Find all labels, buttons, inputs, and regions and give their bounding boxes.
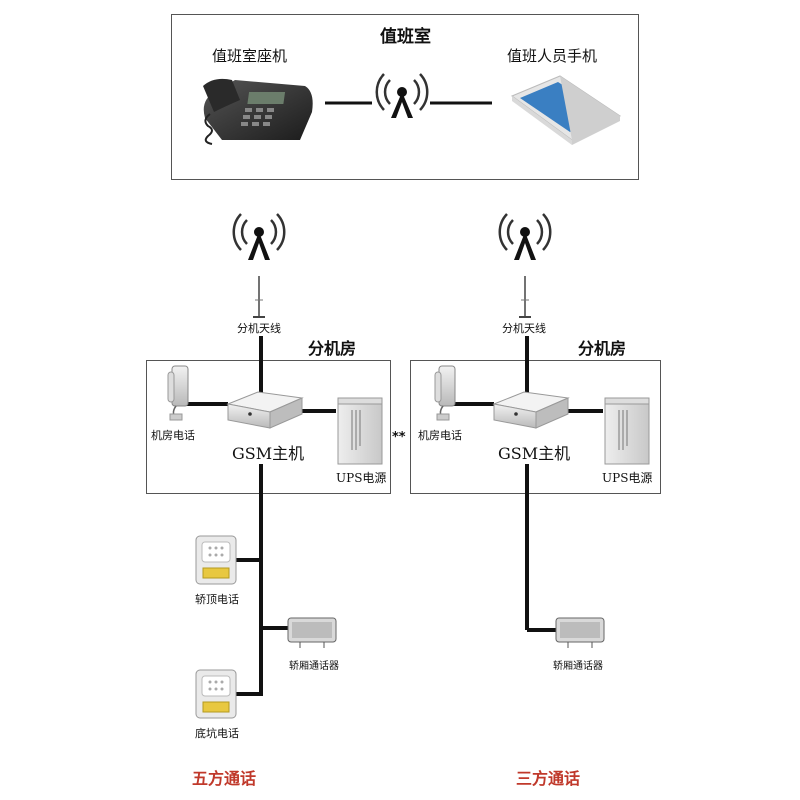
left-antenna-label: 分机天线 <box>237 322 281 335</box>
mobile-phone-icon <box>510 75 621 145</box>
right-car-intercom-icon <box>555 617 605 648</box>
duty-room-title: 值班室 <box>380 27 431 47</box>
left-car-intercom-label: 轿厢通话器 <box>289 661 339 672</box>
left-gsm-host-icon <box>226 391 304 429</box>
separator-mark: ** <box>392 430 406 445</box>
left-antenna-icon <box>253 276 265 318</box>
mobile-label: 值班人员手机 <box>507 47 598 65</box>
pit-phone-icon <box>195 669 237 719</box>
right-gsm-host-icon <box>492 391 570 429</box>
duty-room-tower-icon <box>375 73 429 118</box>
right-room-phone-label: 机房电话 <box>418 429 462 442</box>
right-ups-icon <box>604 397 650 465</box>
left-mode-label: 五方通话 <box>192 769 257 788</box>
left-room-phone-icon <box>167 365 189 421</box>
right-antenna-icon <box>519 276 531 318</box>
pit-phone-label: 底坑电话 <box>195 727 239 740</box>
right-mode-label: 三方通话 <box>516 769 581 788</box>
left-tower-icon <box>232 213 286 260</box>
right-tower-icon <box>498 213 552 260</box>
right-host-label: GSM主机 <box>498 444 571 463</box>
left-ups-icon <box>337 397 383 465</box>
left-host-label: GSM主机 <box>232 444 305 463</box>
desk-phone-icon <box>203 78 313 145</box>
car-top-phone-icon <box>195 535 237 585</box>
car-top-phone-label: 轿顶电话 <box>195 593 239 606</box>
right-room-phone-icon <box>434 365 456 421</box>
right-antenna-label: 分机天线 <box>502 322 546 335</box>
left-car-intercom-icon <box>287 617 337 648</box>
right-machine-room-title: 分机房 <box>578 339 627 358</box>
left-ups-label: UPS电源 <box>336 471 387 485</box>
right-ups-label: UPS电源 <box>602 471 653 485</box>
left-room-phone-label: 机房电话 <box>151 429 195 442</box>
right-car-intercom-label: 轿厢通话器 <box>553 661 603 672</box>
desk-phone-label: 值班室座机 <box>212 47 288 65</box>
left-machine-room-title: 分机房 <box>308 339 357 358</box>
